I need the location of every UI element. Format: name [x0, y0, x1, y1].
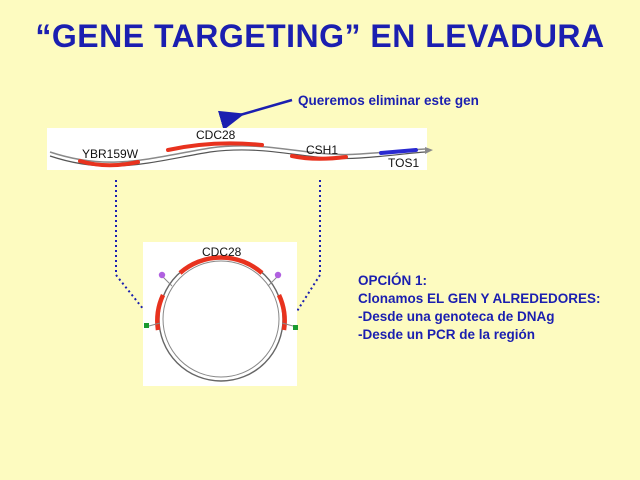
gene-csh1-bar	[290, 154, 348, 161]
gene-ybr159w-bar	[78, 159, 140, 168]
slide-title: “GENE TARGETING” EN LEVADURA	[35, 18, 605, 54]
option-line: Clonamos EL GEN Y ALREDEDORES:	[358, 291, 601, 306]
gene-label-tos1: TOS1	[388, 156, 419, 170]
plasmid-insert-right	[276, 294, 287, 331]
option-text-block: OPCIÓN 1: Clonamos EL GEN Y ALREDEDORES:…	[358, 272, 601, 344]
plasmid-insert-top	[178, 255, 264, 275]
gene-cdc28-bar	[166, 141, 264, 152]
annotation-text: Queremos eliminar este gen	[298, 93, 479, 108]
site-marker-right-stem	[267, 276, 278, 287]
site-marker-right	[274, 271, 282, 279]
chromosome-end-arrow	[425, 147, 433, 154]
junction-right	[293, 325, 298, 330]
annotation-arrow	[218, 98, 293, 131]
junction-left	[144, 323, 149, 328]
gene-label-csh1: CSH1	[306, 143, 338, 157]
option-line: -Desde una genoteca de DNAg	[358, 309, 555, 324]
junction-left-stem	[148, 322, 161, 327]
plasmid-gene-label: CDC28	[202, 245, 242, 259]
connector-right	[284, 180, 321, 331]
chromosome-panel	[47, 128, 427, 170]
plasmid-inner-ring	[162, 260, 280, 378]
site-marker-left	[158, 271, 166, 279]
option-line: -Desde un PCR de la región	[358, 327, 536, 342]
gene-label-ybr159w: YBR159W	[82, 147, 139, 161]
option-heading: OPCIÓN 1:	[358, 273, 428, 288]
gene-tos1-bar	[379, 148, 418, 155]
junction-right-stem	[281, 322, 294, 327]
plasmid-insert-left	[155, 294, 166, 331]
gene-label-cdc28: CDC28	[196, 128, 236, 142]
site-marker-left-stem	[162, 276, 173, 287]
plasmid-panel	[143, 242, 297, 386]
